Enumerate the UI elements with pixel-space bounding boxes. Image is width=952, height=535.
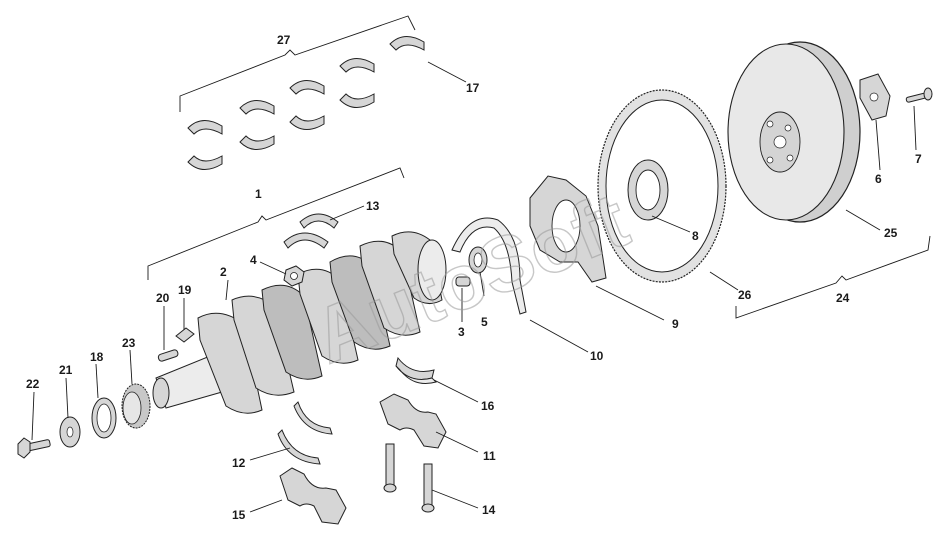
callout-14: 14	[482, 503, 496, 517]
callout-7: 7	[915, 152, 922, 166]
leader-lines	[31, 61, 917, 513]
cap-bolts-14	[383, 443, 435, 513]
thrust-rings-13	[283, 213, 339, 249]
pin-20	[157, 349, 179, 362]
callout-5: 5	[481, 315, 488, 329]
dowel-pin-3	[455, 276, 471, 287]
oil-seal-8	[627, 159, 669, 221]
gasket-10	[451, 217, 527, 315]
callout-25: 25	[884, 226, 898, 240]
thrust-rings-12	[277, 401, 333, 465]
callout-3: 3	[458, 325, 465, 339]
washer-21	[59, 416, 81, 448]
callout-18: 18	[90, 350, 104, 364]
main-bearing-cap-15	[279, 467, 347, 525]
callout-22: 22	[26, 377, 40, 391]
spacer-ring-18	[91, 397, 117, 439]
main-bearing-cap-11	[379, 393, 447, 449]
bolt-plate-6	[859, 73, 891, 121]
main-bearing-shells	[187, 36, 425, 170]
callout-1: 1	[255, 187, 262, 201]
callout-labels: 27 17 1 13 4 2 19 20 23 18 21 22 3 5 10 …	[26, 33, 922, 522]
callout-17: 17	[466, 81, 480, 95]
callout-11: 11	[483, 449, 496, 463]
callout-21: 21	[59, 363, 73, 377]
bearing-shell-17	[389, 36, 425, 51]
crankshaft	[152, 231, 447, 414]
bracket-24	[735, 235, 931, 319]
callout-16: 16	[481, 399, 495, 413]
bracket-1	[147, 167, 405, 280]
callout-13: 13	[366, 199, 380, 213]
bearing-shell-16	[395, 356, 437, 384]
callout-2: 2	[220, 265, 227, 279]
callout-10: 10	[590, 349, 604, 363]
bolt-22	[17, 437, 51, 459]
crank-nut-4	[283, 265, 305, 287]
flywheel-25	[727, 41, 861, 223]
bracket-27	[179, 15, 416, 112]
woodruff-key-19	[175, 327, 195, 343]
callout-8: 8	[692, 229, 699, 243]
seal-holder-9	[529, 175, 607, 283]
callout-23: 23	[122, 336, 136, 350]
rear-seal-5	[468, 246, 488, 274]
callout-19: 19	[178, 283, 192, 297]
callout-15: 15	[232, 508, 246, 522]
callout-24: 24	[836, 291, 850, 305]
callout-6: 6	[875, 172, 882, 186]
callout-26: 26	[738, 288, 752, 302]
callout-4: 4	[250, 253, 257, 267]
callout-20: 20	[156, 291, 170, 305]
callout-9: 9	[672, 317, 679, 331]
callout-27: 27	[277, 33, 291, 47]
callout-12: 12	[232, 456, 246, 470]
timing-gear-23	[121, 383, 151, 429]
bolt-7	[905, 87, 933, 103]
